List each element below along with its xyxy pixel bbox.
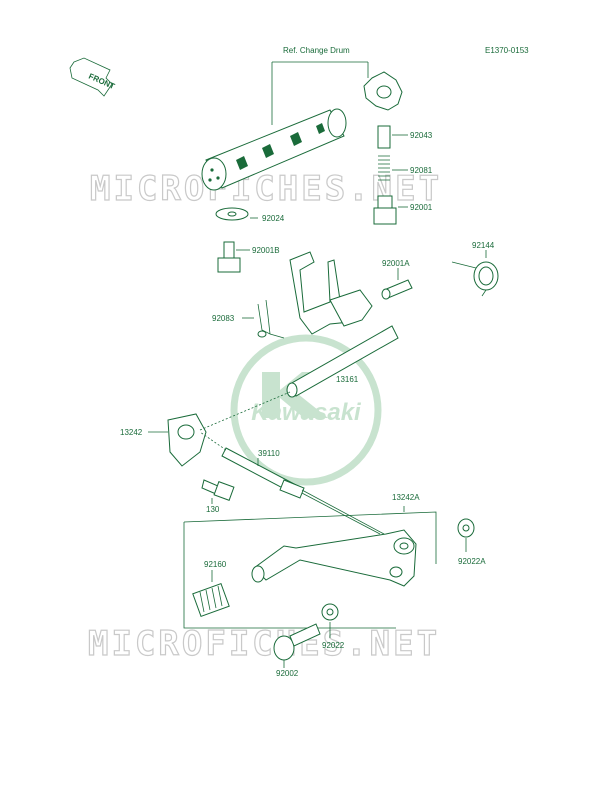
part-13161-shift-shaft [286, 325, 399, 398]
part-92022a-washer [457, 518, 475, 538]
kawasaki-logo-text: Kawasaki [251, 399, 362, 426]
label-92002: 92002 [276, 669, 299, 678]
ref-change-drum-label: Ref. Change Drum [283, 46, 350, 55]
label-92022a: 92022A [458, 557, 486, 566]
part-92160-pedal-rubber [192, 582, 230, 618]
label-92001a: 92001A [382, 259, 410, 268]
label-13242a: 13242A [392, 493, 420, 502]
watermark-bottom: MICROFICHES.NET [88, 624, 440, 664]
label-92083: 92083 [212, 314, 235, 323]
part-92002-bolt [273, 623, 321, 661]
label-92022: 92022 [322, 641, 345, 650]
part-13242a-shift-pedal [251, 529, 417, 587]
part-92081-spring [378, 155, 390, 181]
label-13161: 13161 [336, 375, 359, 384]
part-39110-tie-rod [221, 447, 305, 499]
part-13242-shift-lever [167, 413, 207, 467]
part-92024-stopper [215, 207, 249, 221]
shift-mechanism-arm [289, 251, 373, 335]
label-92081: 92081 [410, 166, 433, 175]
label-92024: 92024 [262, 214, 285, 223]
front-arrow-icon: FRONT [69, 57, 116, 97]
part-92001a-pin [381, 279, 413, 300]
label-92144: 92144 [472, 241, 495, 250]
change-drum [201, 108, 347, 191]
part-92144-spring [451, 261, 499, 297]
label-39110: 39110 [258, 449, 280, 458]
part-92022-washer [321, 603, 339, 621]
label-92043: 92043 [410, 131, 433, 140]
diagram-code: E1370-0153 [485, 46, 529, 55]
label-92001b: 92001B [252, 246, 280, 255]
front-label: FRONT [87, 72, 116, 91]
part-130-bolt [201, 479, 235, 501]
part-92043-pin [377, 125, 391, 149]
label-92001: 92001 [410, 203, 433, 212]
part-92083-spring [257, 299, 285, 339]
label-130: 130 [206, 505, 220, 514]
label-13242: 13242 [120, 428, 143, 437]
label-92160: 92160 [204, 560, 227, 569]
part-92001-plug [373, 195, 397, 225]
part-92001b-bolt [217, 241, 241, 273]
